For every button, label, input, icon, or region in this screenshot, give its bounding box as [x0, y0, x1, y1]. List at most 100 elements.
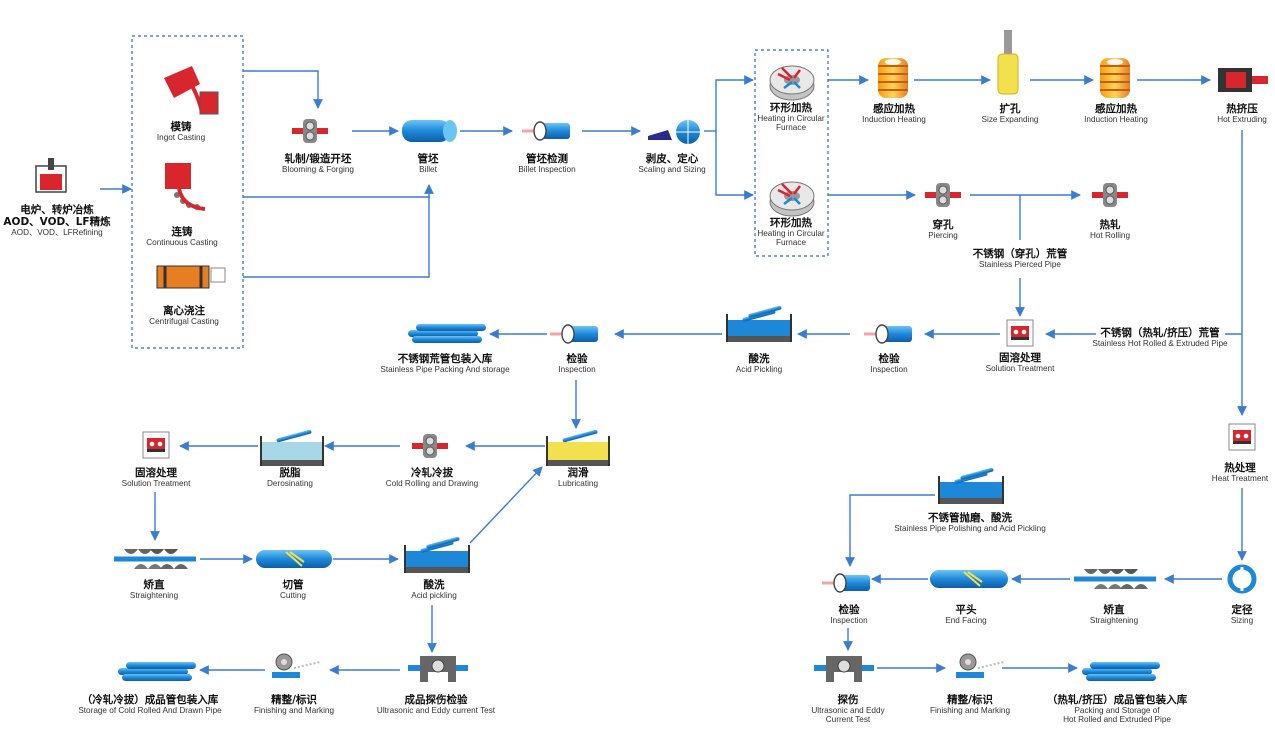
label-polishing-zh: 不锈管抛磨、酸洗 — [928, 512, 1012, 524]
inspection-icon-3 — [821, 573, 871, 593]
label-storage-cold-en: Storage of Cold Rolled And Drawn Pipe — [78, 706, 222, 716]
label-finishing-1-zh: 精整/标识 — [271, 694, 317, 706]
label-finishing-2-en: Finishing and Marking — [929, 706, 1011, 716]
label-ut-test-1-zh: 成品探伤检验 — [404, 694, 468, 706]
label-induction-2-zh: 感应加热 — [1094, 103, 1137, 115]
label-centrifugal-en: Centrifugal Casting — [149, 317, 219, 327]
continuous-casting-icon — [165, 163, 206, 211]
finishing-icon-2 — [955, 653, 1005, 679]
label-hot-rolling-zh: 热轧 — [1099, 219, 1121, 231]
hot-rolling-roller-icon — [1091, 182, 1129, 208]
label-ut-test-1-en: Ultrasonic and Eddy current Test — [376, 706, 496, 716]
label-sizing-en: Sizing — [1230, 616, 1254, 626]
cold-rolling-roller-icon — [411, 433, 449, 459]
label-ut-test-2-en: Ultrasonic and Eddy Current Test — [811, 706, 885, 725]
label-hot-rolling-en: Hot Rolling — [1089, 231, 1131, 241]
label-hot-extruding-en: Hot Extruding — [1217, 115, 1267, 125]
label-polishing-en: Stainless Pipe Polishing and Acid Pickli… — [894, 524, 1046, 534]
label-scaling-en: Scaling and Sizing — [638, 165, 706, 175]
acid-pickling-tank-icon-2 — [404, 536, 470, 573]
label-furnace-2-zh: 环形加热 — [770, 217, 812, 229]
label-cutting-zh: 切管 — [282, 579, 304, 591]
label-solution-2-zh: 固溶处理 — [134, 467, 177, 479]
label-billet-inspection-zh: 管坯检测 — [525, 153, 568, 165]
label-finishing-1-en: Finishing and Marking — [253, 706, 335, 716]
solution-treatment-icon-1 — [1006, 319, 1034, 347]
derosinating-tank-icon — [260, 429, 324, 466]
label-finishing-2-zh: 精整/标识 — [947, 694, 993, 706]
label-inspection-1-zh: 检验 — [878, 353, 900, 365]
label-storage-hot-en: Packing and Storage of Hot Rolled and Ex… — [1063, 706, 1171, 725]
label-storage-cold-zh: （冷轧冷拔）成品管包装入库 — [81, 694, 219, 706]
billet-icon — [402, 120, 457, 142]
label-inspection-3-zh: 检验 — [838, 604, 860, 616]
label-hot-rolled-pipe-en: Stainless Hot Rolled & Extruded Pipe — [1092, 339, 1228, 349]
ingot-casting-icon — [164, 66, 219, 115]
label-hot-extruding-zh: 热挤压 — [1226, 103, 1258, 115]
heat-treatment-icon — [1228, 423, 1256, 451]
blooming-roller-icon — [291, 118, 329, 144]
casting-group-box — [131, 35, 244, 349]
label-furnace-2-en: Heating in Circular Furnace — [757, 229, 825, 248]
inspection-icon-1 — [863, 324, 913, 344]
label-end-facing-zh: 平头 — [955, 604, 977, 616]
scaling-icon — [648, 120, 700, 144]
straightening-icon-2 — [1074, 569, 1156, 589]
label-piercing-en: Piercing — [928, 231, 958, 241]
label-centrifugal-zh: 离心浇注 — [162, 305, 205, 317]
inspection-icon-2 — [549, 324, 599, 344]
label-solution-1-zh: 固溶处理 — [998, 352, 1041, 364]
acid-pickling-tank-icon-1 — [726, 305, 792, 342]
label-solution-2-en: Solution Treatment — [121, 479, 191, 489]
pipe-bundle-icon-1 — [408, 324, 486, 343]
induction-coil-icon-2 — [1099, 57, 1131, 99]
centrifugal-casting-icon — [156, 265, 226, 289]
label-blooming-zh: 轧制/锻造开坯 — [284, 153, 352, 165]
label-pickling-1-zh: 酸洗 — [748, 353, 770, 365]
label-blooming-en: Blooming & Forging — [282, 165, 354, 175]
label-derosinating-en: Derosinating — [267, 479, 313, 489]
label-continuous-en: Continuous Casting — [146, 238, 218, 248]
label-expanding-en: Size Expanding — [981, 115, 1039, 125]
finishing-icon-1 — [271, 653, 321, 679]
ladle-icon — [35, 158, 67, 193]
label-straightening-1-en: Straightening — [129, 591, 179, 601]
label-inspection-3-en: Inspection — [830, 616, 868, 626]
label-cold-rolling-en: Cold Rolling and Drawing — [385, 479, 479, 489]
size-expanding-icon — [997, 30, 1019, 95]
label-inspection-1-en: Inspection — [870, 365, 908, 375]
induction-coil-icon-1 — [877, 57, 909, 99]
cutting-icon — [256, 550, 332, 568]
lubricating-tank-icon — [546, 429, 610, 466]
polishing-tank-icon — [938, 467, 1004, 504]
label-derosinating-zh: 脱脂 — [279, 467, 301, 479]
label-storage-hot-zh: （热轧/挤压）成品管包装入库 — [1046, 694, 1188, 706]
label-end-facing-en: End Facing — [945, 616, 987, 626]
end-facing-icon — [930, 570, 1008, 588]
straightening-icon-1 — [114, 549, 196, 569]
